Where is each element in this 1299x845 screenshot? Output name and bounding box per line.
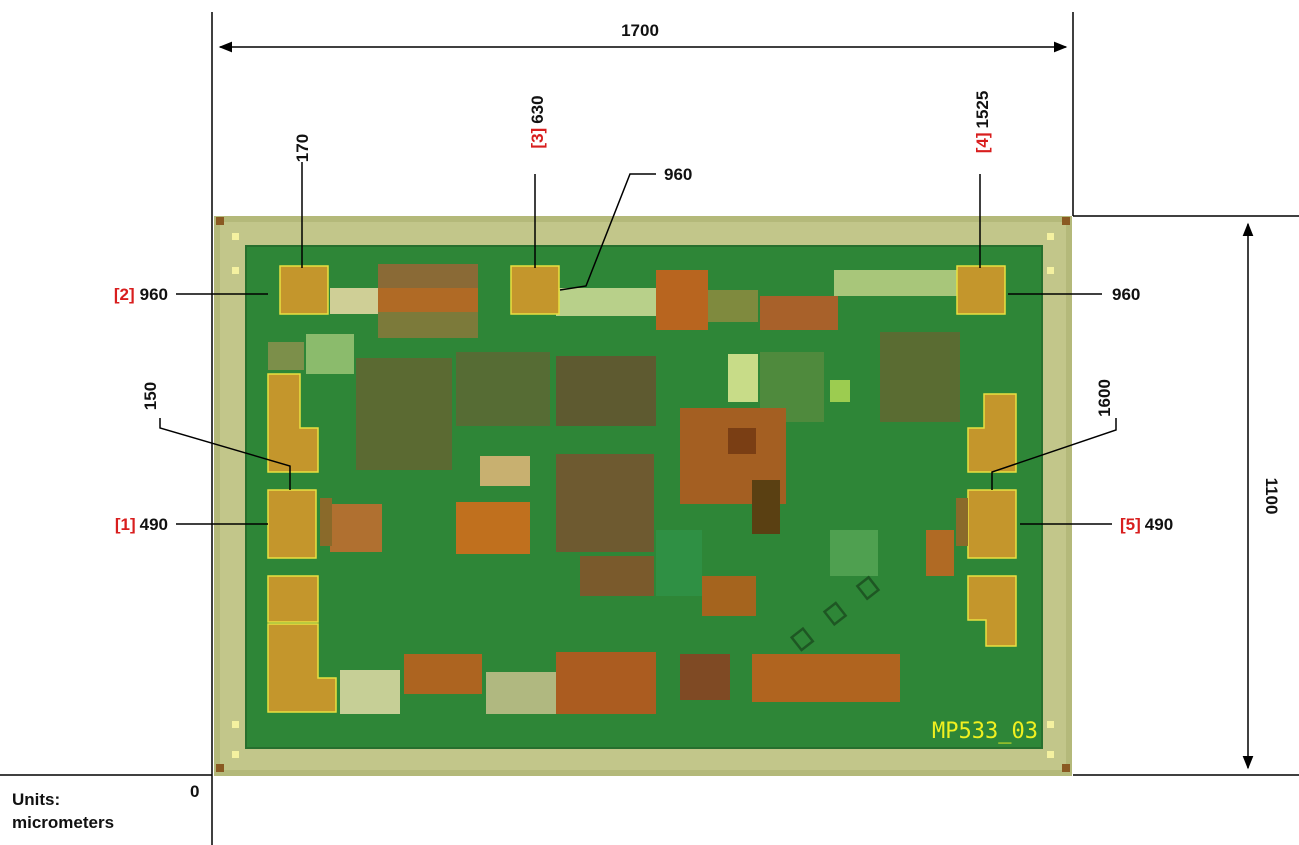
pad-5 (967, 489, 1017, 559)
units-label: Units: (12, 790, 61, 809)
pad-5-label: [5]490 (1120, 515, 1173, 534)
pad-2-x-label: 170 (293, 134, 312, 162)
pad-1-contact (320, 498, 332, 546)
pad-5-x-label: 1600 (1095, 379, 1114, 417)
leader-lines (159, 162, 1117, 525)
pad-1 (267, 489, 317, 559)
pad-3-label: [3]630 (528, 95, 547, 148)
origin-label: 0 (190, 782, 200, 801)
pad-1-x-label: 150 (141, 382, 160, 410)
left-pad-block-lower (267, 575, 319, 623)
pad-4-y-label: 960 (1112, 285, 1140, 304)
left-pad-block-bottom (267, 623, 337, 713)
pad-4 (956, 265, 1006, 315)
corner-markers (216, 217, 1070, 772)
pad-2-label: [2]960 (114, 285, 168, 304)
corner-dots (232, 233, 1054, 758)
units-value: micrometers (12, 813, 115, 832)
right-pad-block-lower (967, 575, 1017, 647)
left-pad-block-upper (267, 373, 319, 473)
chip-id-label: MP533_03 (932, 719, 1038, 744)
width-label: 1700 (621, 21, 659, 40)
pad-5-contact (956, 498, 968, 546)
pad-2 (279, 265, 329, 315)
units-note: Units: micrometers (12, 788, 114, 834)
pad-3 (510, 265, 560, 315)
obscured-circuitry (268, 264, 962, 714)
right-pad-block-upper (967, 393, 1017, 473)
pad-4-label: [4]1525 (973, 91, 992, 154)
pad-3-y-label: 960 (664, 165, 692, 184)
pad-1-label: [1]490 (115, 515, 168, 534)
height-label: 1100 (1262, 478, 1281, 515)
